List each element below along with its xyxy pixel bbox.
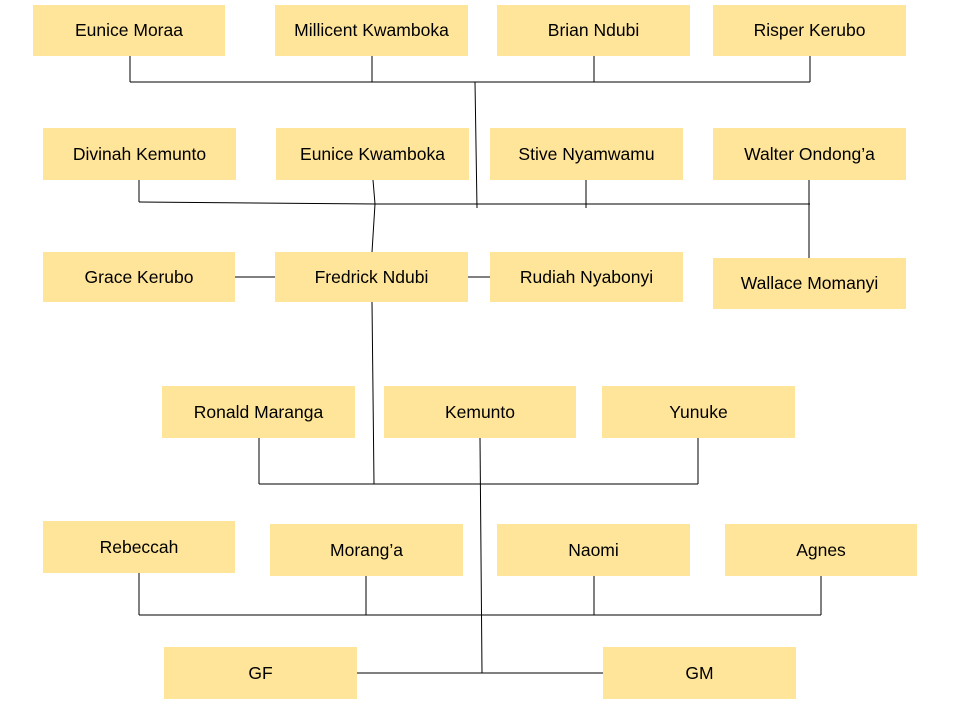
person-box-gm: GM [603, 647, 796, 699]
person-name: Millicent Kwamboka [294, 20, 449, 40]
person-name: Yunuke [669, 401, 728, 422]
person-box-moranga: Morang’a [270, 524, 463, 576]
person-box-ronald-maranga: Ronald Maranga [162, 386, 355, 438]
person-box-gf: GF [164, 647, 357, 699]
person-name: Kemunto [444, 401, 516, 422]
connector-line [371, 203, 376, 253]
person-box-walter-ondonga: Walter Ondong’a [713, 128, 906, 180]
person-box-wallace-momanyi: Wallace Momanyi [713, 258, 906, 309]
person-box-eunice-moraa: Eunice Moraa [33, 5, 225, 56]
person-box-naomi: Naomi [497, 524, 690, 576]
person-name: Divinah Kemunto [72, 143, 207, 164]
person-box-fredrick-ndubi: Fredrick Ndubi [275, 252, 468, 302]
person-box-eunice-kwamboka: Eunice Kwamboka [276, 128, 469, 180]
person-name: Stive Nyamwamu [518, 143, 655, 164]
person-name: Agnes [796, 539, 846, 560]
person-box-grace-kerubo: Grace Kerubo [43, 252, 235, 302]
person-box-rebeccah: Rebeccah [43, 521, 235, 573]
person-name: Morang’a [330, 539, 403, 560]
person-box-yunuke: Yunuke [602, 386, 795, 438]
person-name: Rudiah Nyabonyi [519, 266, 654, 287]
connector-line [372, 179, 376, 205]
person-name: Ronald Maranga [193, 401, 324, 422]
person-name: Eunice Kwamboka [300, 143, 445, 164]
connector-line [474, 81, 478, 209]
person-name: Eunice Moraa [75, 20, 183, 40]
connector-line [138, 201, 377, 205]
person-name: GF [248, 662, 273, 683]
person-name: Risper Kerubo [753, 20, 866, 40]
person-box-risper-kerubo: Risper Kerubo [713, 5, 906, 56]
person-box-stive-nyamwamu: Stive Nyamwamu [490, 128, 683, 180]
person-name: Brian Ndubi [547, 20, 640, 40]
person-box-brian-ndubi: Brian Ndubi [497, 5, 690, 56]
connector-line [371, 301, 375, 485]
person-box-rudiah-nyabonyi: Rudiah Nyabonyi [490, 252, 683, 302]
person-name: Naomi [568, 539, 619, 560]
person-box-agnes: Agnes [725, 524, 917, 576]
person-name: Walter Ondong’a [744, 143, 875, 164]
person-box-millicent-kwamboka: Millicent Kwamboka [275, 5, 468, 56]
person-name: Wallace Momanyi [740, 273, 879, 293]
connector-line [479, 437, 483, 674]
person-name: GM [685, 662, 714, 683]
person-name: Grace Kerubo [84, 266, 194, 287]
person-box-divinah-kemunto: Divinah Kemunto [43, 128, 236, 180]
person-box-kemunto: Kemunto [384, 386, 576, 438]
person-name: Rebeccah [99, 536, 179, 557]
person-name: Fredrick Ndubi [314, 266, 429, 287]
